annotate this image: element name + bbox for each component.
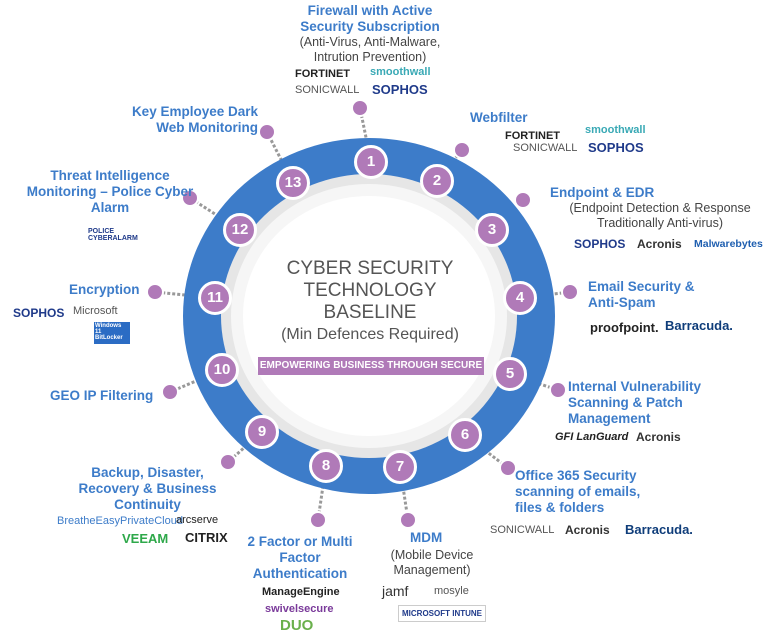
item-3-sub: (Endpoint Detection & Response Tradition…: [569, 201, 751, 230]
logo-mosyle: mosyle: [434, 585, 469, 597]
item-1-title: Firewall with Active Security Subscripti…: [300, 3, 440, 34]
logo-manageengine: ManageEngine: [262, 586, 340, 598]
logo-sonicwall: SONICWALL: [295, 84, 360, 96]
item-4-title: Email Security & Anti-Spam: [588, 279, 695, 310]
logo-acronis: Acronis: [565, 523, 610, 537]
node-4: 4: [503, 281, 537, 315]
center-line-2: TECHNOLOGY: [303, 280, 437, 301]
node-5: 5: [493, 357, 527, 391]
logo-jamf: jamf: [382, 583, 409, 599]
logo-barracuda: Barracuda.: [665, 318, 733, 333]
logo-bitlocker: Windows 11 BitLocker: [94, 322, 130, 344]
tagline-banner: EMPOWERING BUSINESS THROUGH SECURE TECHN…: [258, 357, 484, 389]
logo-microsoft: Microsoft: [73, 305, 118, 317]
logo-barracuda: Barracuda.: [625, 522, 693, 537]
logo-gfi-languard: GFI LanGuard: [555, 431, 629, 443]
node-13: 13: [276, 166, 310, 200]
item-7-sub: (Mobile Device Management): [390, 548, 474, 577]
logo-acronis: Acronis: [637, 237, 682, 251]
logo-sophos: SOPHOS: [574, 237, 626, 251]
logo-sonicwall: SONICWALL: [490, 524, 555, 536]
node-8: 8: [309, 449, 343, 483]
logo-sonicwall: SONICWALL: [513, 142, 578, 154]
node-10: 10: [205, 353, 239, 387]
item-1-sub: (Anti-Virus, Anti-Malware, Intrution Pre…: [299, 35, 441, 64]
item-13-title: Key Employee Dark Web Monitoring: [131, 104, 258, 135]
node-6: 6: [448, 418, 482, 452]
node-2: 2: [420, 164, 454, 198]
center-line-3: BASELINE: [323, 302, 417, 323]
logo-malwarebytes: Malwarebytes: [694, 238, 763, 250]
logo-acronis: Acronis: [636, 430, 681, 444]
logo-swivelsecure: swivelsecure: [265, 603, 334, 615]
item-8-title: 2 Factor or Multi Factor Authentication: [247, 534, 353, 581]
center-title: CYBER SECURITY TECHNOLOGY BASELINE (Min …: [250, 258, 490, 346]
node-7: 7: [383, 450, 417, 484]
logo-citrix: CITRIX: [185, 530, 228, 545]
item-10-title: GEO IP Filtering: [50, 388, 154, 403]
node-3: 3: [475, 213, 509, 247]
item-9-title: Backup, Disaster, Recovery & Business Co…: [78, 465, 217, 512]
logo-sophos: SOPHOS: [588, 140, 644, 155]
node-12: 12: [223, 213, 257, 247]
center-line-1: CYBER SECURITY: [286, 258, 454, 279]
logo-smoothwall: smoothwall: [585, 124, 646, 136]
logo-fortinet: FORTINET: [505, 130, 560, 142]
center-subtitle: (Min Defences Required): [281, 326, 459, 343]
logo-smoothwall: smoothwall: [370, 66, 431, 78]
node-9: 9: [245, 415, 279, 449]
logo-sophos: SOPHOS: [13, 306, 65, 320]
logo-proofpoint: proofpoint.: [590, 320, 659, 335]
item-3-title: Endpoint & EDR: [550, 185, 655, 200]
item-7-title: MDM: [410, 530, 443, 545]
item-2-title: Webfilter: [470, 110, 528, 125]
node-11: 11: [198, 281, 232, 315]
logo-sophos: SOPHOS: [372, 82, 428, 97]
item-5-title: Internal Vulnerability Scanning & Patch …: [568, 379, 702, 426]
item-11-title: Encryption: [69, 282, 140, 297]
logo-microsoft-intune: MICROSOFT INTUNE: [398, 605, 486, 622]
logo-police-cyber-alarm: POLICE CYBERALARM: [88, 228, 138, 242]
item-6-title: Office 365 Security scanning of emails, …: [515, 468, 641, 515]
logo-veeam: VEEAM: [122, 531, 169, 546]
logo-arcserve: arcserve: [176, 514, 219, 526]
logo-fortinet: FORTINET: [295, 68, 350, 80]
logo-breatheeasy: BreatheEasyPrivateCloud: [57, 515, 183, 527]
connector-dots: [146, 99, 579, 529]
node-1: 1: [354, 145, 388, 179]
item-12-title: Threat Intelligence Monitoring – Police …: [26, 168, 194, 215]
logo-duo: DUO: [280, 617, 314, 633]
